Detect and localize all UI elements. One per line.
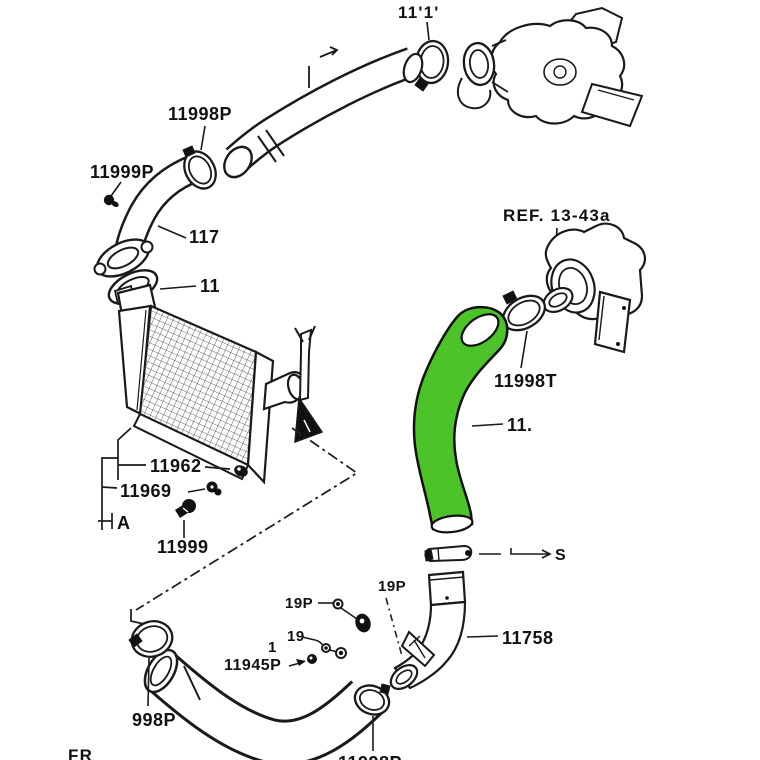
intercooler-bracket [298, 328, 313, 402]
leader-117 [157, 225, 187, 239]
bolt-11999 [175, 499, 196, 538]
callout-elbow-pipe: 117 [189, 227, 220, 247]
callout-upper-bolt: 11999P [90, 162, 154, 182]
callout-bracket-lines [98, 427, 231, 530]
section-lines [130, 427, 359, 625]
callout-stud: S [555, 547, 566, 564]
throttle-hose-clamp [501, 290, 547, 369]
callout-gasket: 11 [200, 276, 220, 296]
stud-bolt [424, 544, 552, 563]
outlet-pipe [389, 570, 499, 690]
bolt-11969 [187, 481, 222, 496]
callout-clip-small: 19P [378, 578, 406, 595]
front-marker: FR [68, 746, 93, 760]
callout-clip-lower: 19 [287, 628, 305, 645]
callout-marker-1: 1 [268, 639, 277, 656]
callout-lower-hose: 11945P [224, 657, 281, 674]
callout-intercooler: 11962 [150, 456, 202, 476]
intercooler-core-fins [140, 306, 256, 465]
flow-arrow [319, 46, 339, 58]
callout-mount-bolt: 11999 [157, 537, 209, 557]
callout-clip-upper: 19P [285, 595, 313, 612]
callout-green-hose: 11. [507, 415, 533, 435]
callout-view-a: A [117, 513, 131, 533]
joint-clamp [353, 683, 391, 751]
hardware-clips [288, 597, 403, 667]
callout-joint-clamp-clipped: 11998P [338, 753, 402, 760]
intercooler-assembly [113, 283, 324, 485]
upper-bolt [103, 181, 122, 208]
callout-turbo-clamp: 11'1' [398, 3, 440, 22]
turbocharger [456, 6, 644, 128]
callout-lower-clamp: 998P [132, 710, 176, 730]
throttle-body [542, 222, 646, 354]
lower-air-hose [143, 648, 383, 760]
upper-intake-pipe [223, 46, 424, 179]
lower-hose-clamp [128, 620, 174, 707]
callout-outlet-pipe: 11758 [502, 628, 554, 648]
callout-throttle-clamp: 11998T [494, 371, 557, 391]
inlet-elbow-pipe [93, 154, 201, 278]
upper-pipe-clamp [182, 125, 217, 190]
callout-upper-clamp: 11998P [168, 104, 232, 124]
callout-intercooler-bolt: 11969 [120, 481, 172, 501]
highlighted-air-hose [412, 305, 509, 534]
callout-throttle-ref: REF. 13-43a [503, 206, 611, 225]
